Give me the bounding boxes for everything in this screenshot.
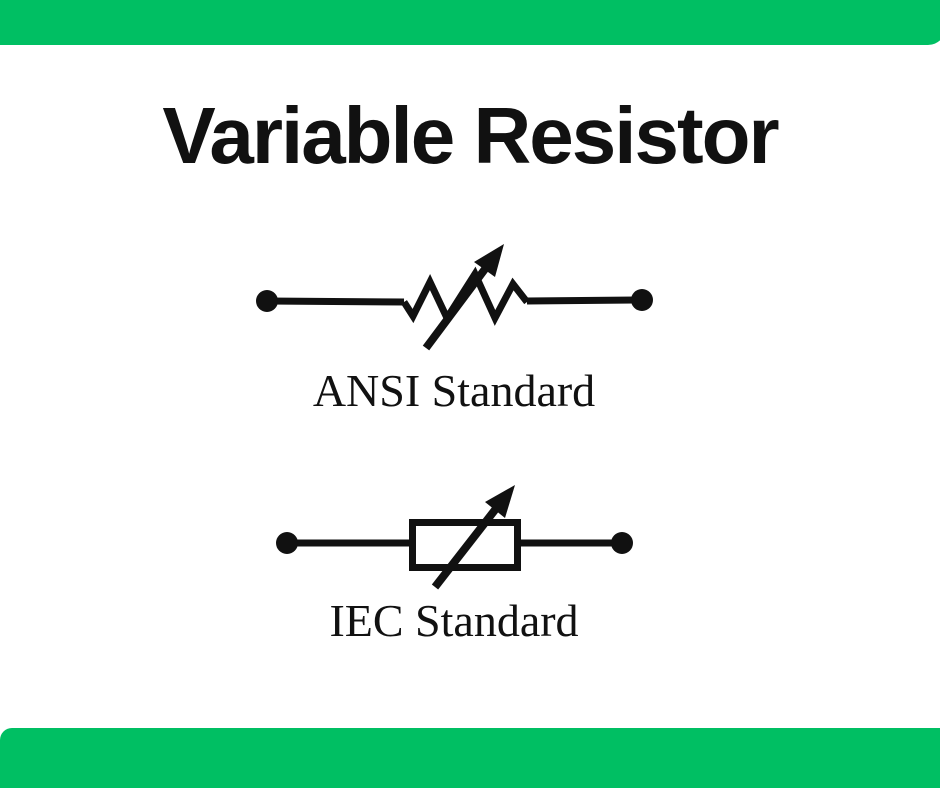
iec-standard-label: IEC Standard xyxy=(329,595,579,646)
iec-variable-resistor-icon xyxy=(276,485,633,590)
page-title: Variable Resistor xyxy=(162,91,779,180)
bottom-accent-bar xyxy=(0,728,940,788)
ansi-standard-label: ANSI Standard xyxy=(312,365,596,416)
top-accent-bar xyxy=(0,0,940,45)
ansi-variable-resistor-icon xyxy=(256,244,653,351)
